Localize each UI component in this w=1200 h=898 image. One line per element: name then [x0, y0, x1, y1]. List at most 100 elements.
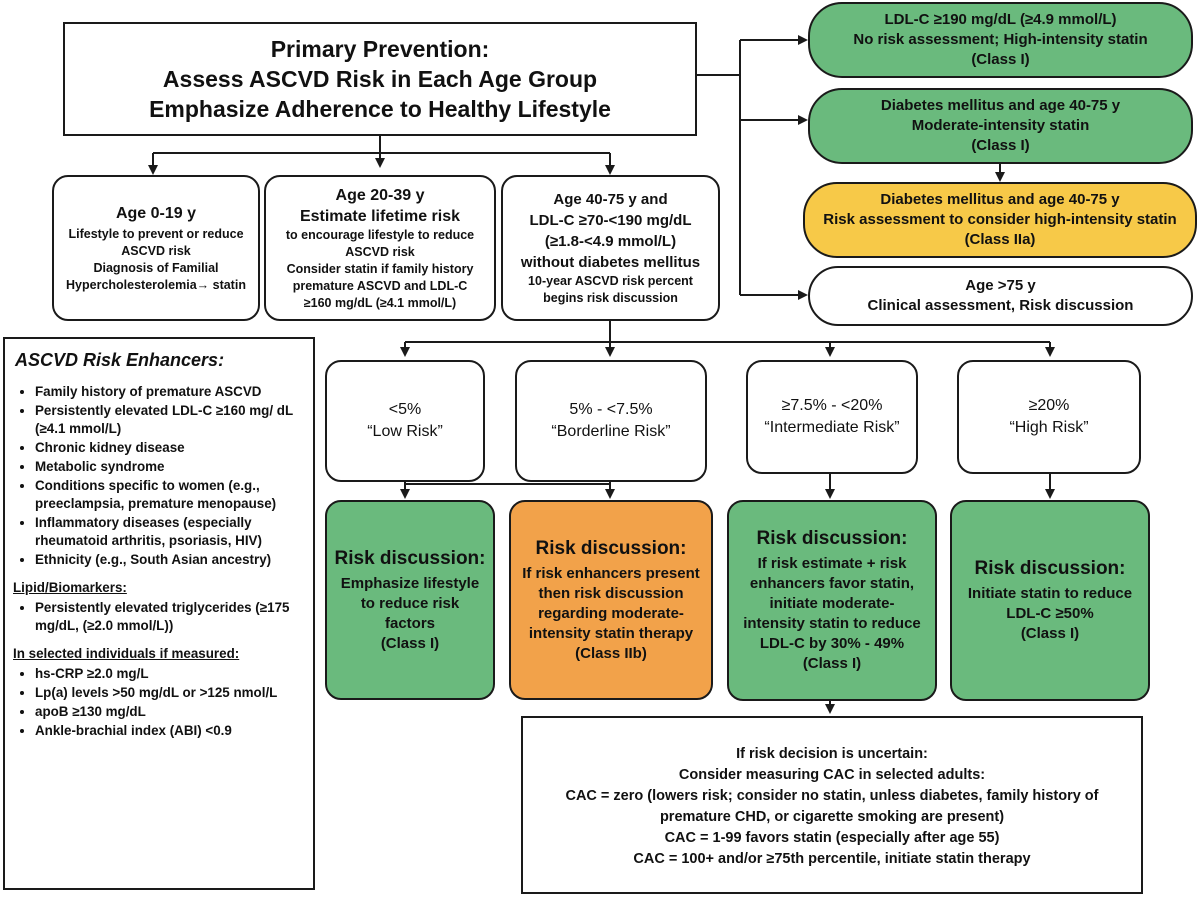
diabetes-moderate-line: Diabetes mellitus and age 40-75 y: [880, 97, 1121, 114]
discussion-intermediate-risk: Risk discussion: If risk estimate + risk…: [727, 500, 937, 701]
discussion-line: (Class I): [1020, 625, 1080, 642]
ldl-190-line: LDL-C ≥190 mg/dL (≥4.9 mmol/L): [884, 11, 1117, 28]
cac-line: Consider measuring CAC in selected adult…: [678, 767, 986, 783]
selected-measure-item: apoB ≥130 mg/dL: [35, 703, 305, 721]
risk-category-percent: 5% - <7.5%: [569, 401, 653, 418]
discussion-line: Initiate statin to reduce: [967, 585, 1133, 602]
discussion-line: Emphasize lifestyle: [340, 574, 480, 592]
discussion-line: to reduce risk: [360, 594, 460, 612]
risk-enhancer-item: Chronic kidney disease: [35, 439, 305, 457]
discussion-line: intensity statin therapy: [528, 624, 694, 642]
age-0-19-line: Lifestyle to prevent or reduce: [68, 227, 244, 241]
risk-category-label: “High Risk”: [1009, 419, 1089, 436]
ldl-190-box: LDL-C ≥190 mg/dL (≥4.9 mmol/L) No risk a…: [808, 2, 1193, 78]
cac-line: CAC = 1-99 favors statin (especially aft…: [664, 830, 1000, 846]
ldl-190-line: No risk assessment; High-intensity stati…: [853, 31, 1148, 48]
risk-category-label: “Intermediate Risk”: [764, 419, 900, 436]
risk-enhancers-panel: ASCVD Risk Enhancers: Family history of …: [3, 337, 315, 890]
age-over-75-box: Age >75 y Clinical assessment, Risk disc…: [808, 266, 1193, 326]
discussion-line: (Class I): [802, 655, 862, 672]
risk-category-percent: ≥7.5% - <20%: [781, 397, 883, 414]
diabetes-moderate-line: Moderate-intensity statin: [911, 117, 1090, 134]
discussion-heading: Risk discussion:: [535, 537, 687, 559]
diabetes-moderate-box: Diabetes mellitus and age 40-75 y Modera…: [808, 88, 1193, 164]
risk-category-percent: <5%: [388, 401, 422, 418]
risk-enhancer-item: Persistently elevated LDL-C ≥160 mg/ dL …: [35, 402, 305, 438]
age-20-39-line: ASCVD risk: [345, 244, 415, 259]
discussion-line: regarding moderate-: [538, 604, 684, 622]
risk-category-high: ≥20% “High Risk”: [957, 360, 1141, 474]
risk-enhancer-item: Ethnicity (e.g., South Asian ancestry): [35, 551, 305, 569]
risk-enhancer-item: Metabolic syndrome: [35, 458, 305, 476]
title-box: Primary Prevention: Assess ASCVD Risk in…: [63, 22, 697, 136]
risk-enhancer-item: Family history of premature ASCVD: [35, 383, 305, 401]
risk-category-label: “Low Risk”: [367, 423, 443, 440]
selected-individuals-heading: In selected individuals if measured:: [13, 646, 240, 661]
age-0-19-heading: Age 0-19 y: [115, 205, 197, 222]
cac-line: If risk decision is uncertain:: [736, 746, 928, 762]
selected-individuals-list: hs-CRP ≥2.0 mg/L Lp(a) levels >50 mg/dL …: [13, 665, 305, 740]
discussion-line: If risk estimate + risk: [757, 555, 907, 572]
lipid-biomarker-item: Persistently elevated triglycerides (≥17…: [35, 599, 305, 635]
risk-category-percent: ≥20%: [1028, 397, 1070, 414]
title-line-3: Emphasize Adherence to Healthy Lifestyle: [149, 96, 611, 122]
selected-measure-item: Lp(a) levels >50 mg/dL or >125 nmol/L: [35, 684, 305, 702]
discussion-heading: Risk discussion:: [974, 558, 1126, 579]
age-over-75-heading: Age >75 y: [965, 277, 1036, 294]
age-20-39-heading: Age 20-39 y: [335, 186, 425, 204]
selected-measure-item: Ankle-brachial index (ABI) <0.9: [35, 722, 305, 740]
risk-category-borderline: 5% - <7.5% “Borderline Risk”: [515, 360, 707, 482]
title-line-2: Assess ASCVD Risk in Each Age Group: [162, 66, 598, 92]
risk-category-low: <5% “Low Risk”: [325, 360, 485, 482]
discussion-line: LDL-C by 30% - 49%: [759, 635, 905, 652]
age-40-75-box: Age 40-75 y and LDL-C ≥70-<190 mg/dL (≥1…: [501, 175, 720, 321]
diabetes-high-line: Risk assessment to consider high-intensi…: [823, 211, 1177, 228]
age-20-39-box: Age 20-39 y Estimate lifetime risk to en…: [264, 175, 496, 321]
cac-line: CAC = zero (lowers risk; consider no sta…: [565, 788, 1099, 804]
discussion-line: factors: [384, 614, 436, 632]
age-40-75-heading: without diabetes mellitus: [520, 254, 701, 271]
title-line-1: Primary Prevention:: [270, 36, 490, 62]
discussion-heading: Risk discussion:: [334, 547, 486, 569]
risk-category-label: “Borderline Risk”: [551, 423, 671, 440]
discussion-low-risk: Risk discussion: Emphasize lifestyle to …: [325, 500, 495, 700]
risk-enhancers-list: Family history of premature ASCVD Persis…: [13, 383, 305, 569]
risk-enhancers-title: ASCVD Risk Enhancers:: [15, 350, 225, 370]
discussion-line: initiate moderate-: [769, 595, 895, 612]
age-40-75-line: begins risk discussion: [543, 291, 678, 305]
discussion-line: (Class IIb): [575, 644, 647, 662]
discussion-line: enhancers favor statin,: [749, 575, 915, 592]
discussion-line: (Class I): [380, 634, 440, 652]
age-0-19-box: Age 0-19 y Lifestyle to prevent or reduc…: [52, 175, 260, 321]
discussion-line: then risk discussion: [538, 584, 684, 602]
diabetes-moderate-line: (Class I): [971, 137, 1030, 154]
age-20-39-line: premature ASCVD and LDL-C: [292, 278, 468, 293]
age-40-75-heading: LDL-C ≥70-<190 mg/dL: [529, 212, 692, 229]
age-20-39-subheading: Estimate lifetime risk: [299, 207, 461, 225]
age-0-19-line: Hypercholesterolemia→ statin: [66, 278, 246, 292]
discussion-line: LDL-C ≥50%: [1006, 605, 1094, 622]
age-40-75-heading: Age 40-75 y and: [553, 191, 668, 208]
age-over-75-line: Clinical assessment, Risk discussion: [867, 297, 1134, 314]
discussion-line: intensity statin to reduce: [743, 615, 921, 632]
selected-measure-item: hs-CRP ≥2.0 mg/L: [35, 665, 305, 683]
ldl-190-line: (Class I): [971, 51, 1030, 68]
diabetes-high-line: (Class IIa): [964, 231, 1036, 248]
discussion-heading: Risk discussion:: [756, 528, 908, 549]
risk-category-intermediate: ≥7.5% - <20% “Intermediate Risk”: [746, 360, 918, 474]
cac-box: If risk decision is uncertain: Consider …: [521, 716, 1143, 894]
diabetes-high-box: Diabetes mellitus and age 40-75 y Risk a…: [803, 182, 1197, 258]
discussion-line: If risk enhancers present: [522, 564, 700, 582]
age-40-75-line: 10-year ASCVD risk percent: [528, 274, 693, 288]
discussion-borderline-risk: Risk discussion: If risk enhancers prese…: [509, 500, 713, 700]
lipid-biomarkers-list: Persistently elevated triglycerides (≥17…: [13, 599, 305, 635]
diabetes-high-line: Diabetes mellitus and age 40-75 y: [880, 191, 1120, 208]
age-0-19-line: ASCVD risk: [121, 244, 191, 258]
age-40-75-heading: (≥1.8-<4.9 mmol/L): [544, 233, 677, 250]
risk-enhancer-item: Conditions specific to women (e.g., pree…: [35, 477, 305, 513]
lipid-biomarkers-heading: Lipid/Biomarkers:: [13, 580, 127, 595]
age-20-39-line: ≥160 mg/dL (≥4.1 mmol/L): [303, 295, 457, 310]
discussion-high-risk: Risk discussion: Initiate statin to redu…: [950, 500, 1150, 701]
age-0-19-line: Diagnosis of Familial: [93, 261, 219, 275]
